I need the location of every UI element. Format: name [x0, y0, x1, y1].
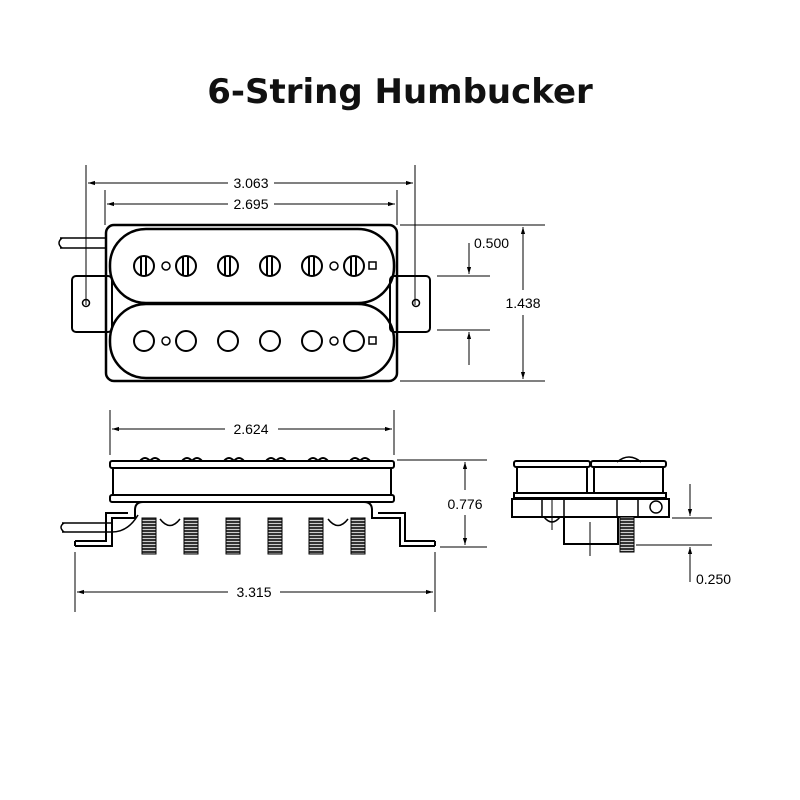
- baseplate-outer: [75, 501, 435, 547]
- coil-body: [593, 466, 664, 494]
- slug-pole-icon: [343, 330, 365, 352]
- dim-height: 0.776: [447, 496, 482, 512]
- side-view: 2.624: [60, 410, 487, 612]
- dim-cover-length: 2.624: [233, 421, 268, 437]
- slug-pole-icon: [133, 330, 155, 352]
- screw-thread-icon: [183, 517, 199, 555]
- wire-loop: [159, 518, 181, 527]
- screw-pole-icon: [217, 255, 239, 277]
- slug-pole-icon: [259, 330, 281, 352]
- screw-head-icon: [649, 500, 663, 514]
- small-hole-icon: [329, 336, 339, 346]
- screw-thread-icon: [141, 517, 157, 555]
- lead-wire-end: [58, 237, 63, 249]
- mounting-ear-right: [389, 275, 431, 333]
- mounting-hole-icon: [411, 298, 421, 308]
- screw-thread-icon: [308, 517, 324, 555]
- square-marker-icon: [368, 336, 377, 345]
- coil-base-rim: [513, 492, 667, 499]
- slug-poles: [133, 330, 377, 352]
- screw-pole-icon: [259, 255, 281, 277]
- lead-wire: [60, 237, 106, 249]
- screw-thread-icon: [225, 517, 241, 555]
- screw-pole-icon: [343, 255, 365, 277]
- dim-overall-width: 3.063: [233, 175, 268, 191]
- screw-thread-icon: [267, 517, 283, 555]
- baseplate-edge: [75, 512, 128, 542]
- lead-wire: [62, 522, 112, 533]
- dim-overall-height: 1.438: [505, 295, 540, 311]
- lead-wire-bend: [111, 514, 139, 533]
- mounting-hole-icon: [81, 298, 91, 308]
- screw-thread-icon: [619, 516, 635, 553]
- screw-pole-icon: [133, 255, 155, 277]
- small-hole-icon: [329, 261, 339, 271]
- square-marker-icon: [368, 261, 377, 270]
- dim-pole-protrusion: 0.250: [696, 571, 731, 587]
- diagram-title: 6-String Humbucker: [207, 72, 593, 112]
- small-hole-icon: [161, 261, 171, 271]
- dim-cover-width: 2.695: [233, 196, 268, 212]
- baseplate-edge: [378, 512, 435, 542]
- cover-top-rim: [109, 460, 395, 469]
- slug-pole-icon: [301, 330, 323, 352]
- coil-body: [516, 466, 588, 494]
- slug-pole-icon: [175, 330, 197, 352]
- lead-wire-end: [60, 522, 65, 533]
- pickup-base: [104, 223, 399, 383]
- end-view: 0.250: [511, 456, 731, 587]
- end-baseplate: [511, 498, 670, 518]
- top-view: 3.063 2.695: [58, 165, 545, 383]
- screw-poles: [133, 255, 377, 277]
- threaded-screws: [141, 517, 366, 555]
- cover-body: [112, 467, 392, 496]
- screw-thread-icon: [350, 517, 366, 555]
- cover-bottom-rim: [109, 494, 395, 503]
- mounting-ear-left: [71, 275, 113, 333]
- screw-pole-icon: [175, 255, 197, 277]
- slug-pole-icon: [217, 330, 239, 352]
- dim-coil-spacing: 0.500: [474, 235, 509, 251]
- small-hole-icon: [161, 336, 171, 346]
- wire-loop: [327, 518, 349, 527]
- screw-pole-icon: [301, 255, 323, 277]
- magnet-block: [563, 516, 619, 545]
- dim-base-length: 3.315: [236, 584, 271, 600]
- coil-bottom: [108, 302, 396, 380]
